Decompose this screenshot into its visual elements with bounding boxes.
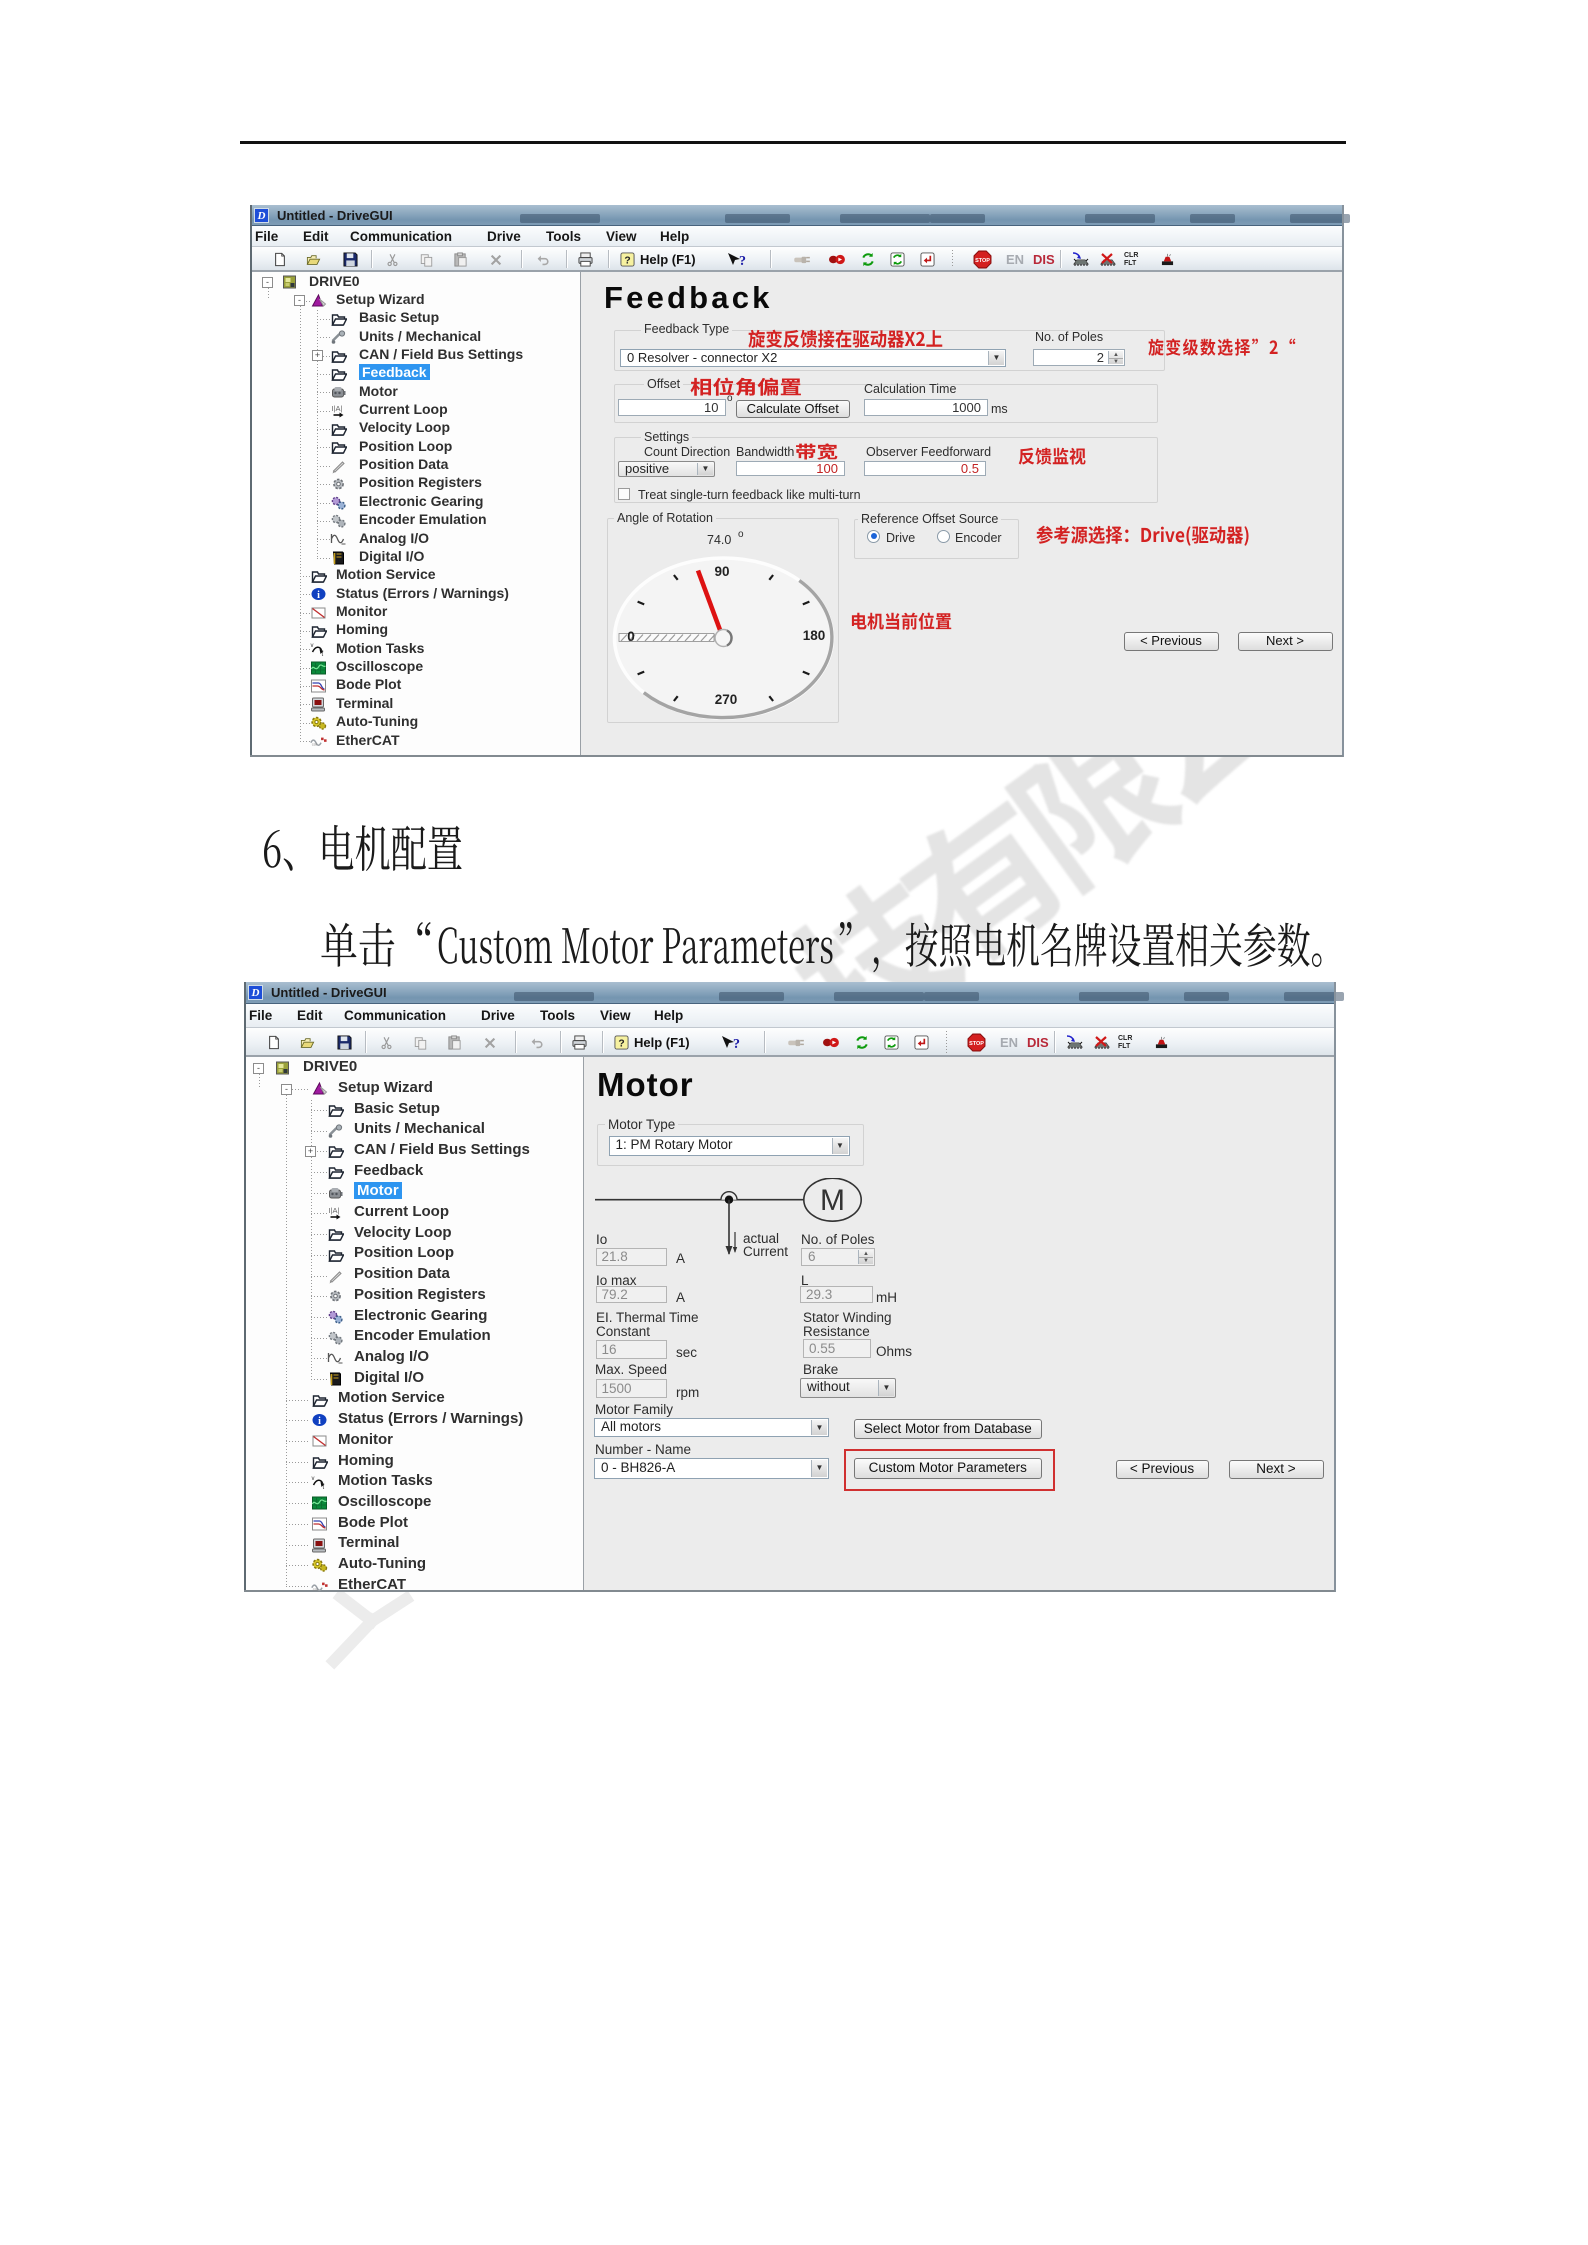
svg-text:M: M bbox=[820, 1184, 845, 1217]
svg-text:180: 180 bbox=[802, 628, 825, 643]
svg-text:0: 0 bbox=[627, 629, 635, 644]
svg-text:90: 90 bbox=[714, 564, 729, 579]
svg-text:270: 270 bbox=[714, 692, 737, 707]
